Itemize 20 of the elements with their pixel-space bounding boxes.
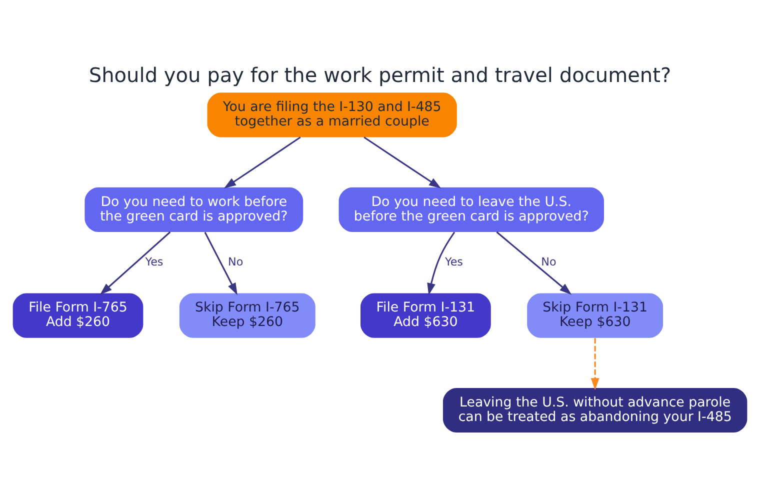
node-box: Do you need to leave the U.S. before the green card is approved? bbox=[338, 187, 604, 232]
node-box: You are filing the I-130 and I-485 together as a married couple bbox=[207, 92, 457, 138]
node-box: Skip Form I-131 Keep $630 bbox=[527, 293, 664, 338]
node-box: File Form I-131 Add $630 bbox=[360, 293, 491, 338]
node-box: Leaving the U.S. without advance parole can be treated as abandoning your I-485 bbox=[442, 388, 748, 433]
arrow bbox=[590, 338, 600, 390]
diagram-title: Should you pay for the work permit and travel document? bbox=[88, 62, 672, 87]
node-box: File Form I-765 Add $260 bbox=[12, 293, 144, 338]
edge-label: Yes bbox=[445, 255, 463, 268]
arrow bbox=[100, 231, 171, 295]
arrow bbox=[496, 231, 572, 295]
edge-label: No bbox=[228, 255, 244, 268]
node-box: Skip Form I-765 Keep $260 bbox=[179, 293, 316, 338]
node-box: Do you need to work before the green card is approved? bbox=[84, 187, 304, 232]
arrow bbox=[204, 232, 238, 296]
arrow bbox=[224, 136, 301, 188]
edge-label: No bbox=[541, 255, 556, 268]
edge-label: Yes bbox=[145, 255, 164, 268]
arrow bbox=[364, 136, 442, 188]
arrow bbox=[427, 232, 456, 296]
